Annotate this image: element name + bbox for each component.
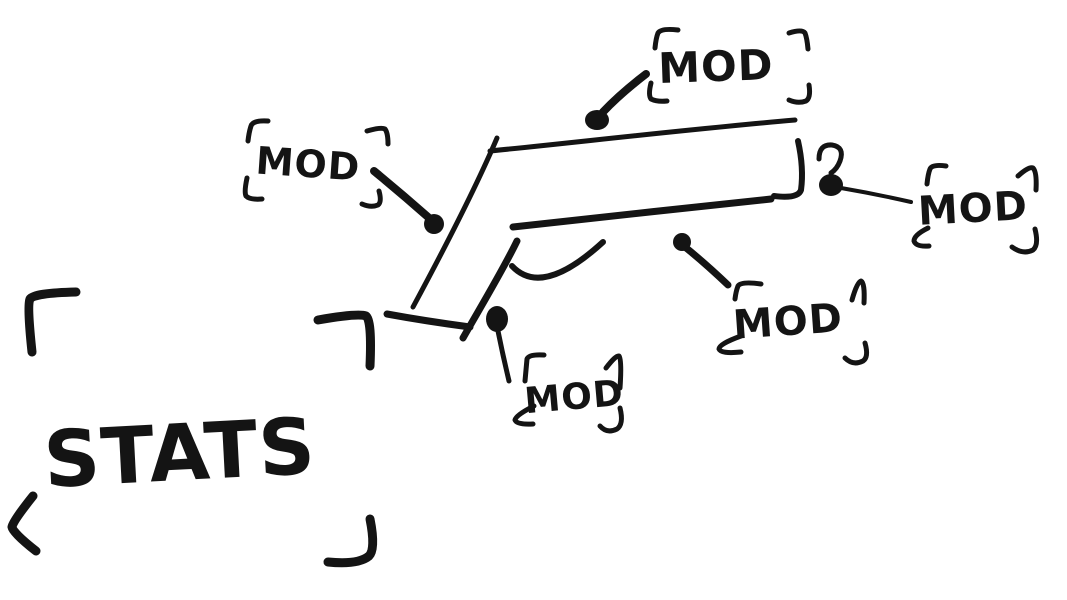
stats-panel-label: STATS — [42, 402, 318, 506]
mod-slot-label: MOD — [657, 40, 774, 93]
mod-slot-label: MOD — [254, 138, 361, 189]
bracket-bottom-right — [359, 188, 383, 209]
grip-base-line — [383, 310, 474, 331]
leader-line — [370, 167, 432, 221]
mod-slot-top-rail[interactable]: MOD — [585, 26, 813, 130]
stats-panel: STATS — [7, 287, 378, 568]
bracket-top-right — [313, 310, 375, 371]
grip-front-line — [410, 135, 500, 310]
bracket-bottom-left — [911, 225, 932, 249]
leader-line — [599, 70, 650, 116]
bracket-top-left — [245, 118, 271, 144]
mod-slot-muzzle[interactable]: MOD — [819, 162, 1040, 255]
bracket-top-left — [522, 352, 547, 384]
bracket-top-left — [652, 26, 681, 51]
bracket-bottom-right — [842, 340, 870, 366]
mod-slot-label: MOD — [732, 295, 845, 349]
barrel-bottom-line — [509, 195, 775, 231]
bracket-bottom-right — [1009, 226, 1040, 255]
bracket-top-right — [603, 353, 624, 391]
bracket-top-right — [364, 125, 391, 147]
attachment-point-dot — [424, 214, 444, 234]
attachment-point-dot — [819, 174, 843, 196]
bracket-top-left — [732, 280, 764, 302]
barrel-top-line — [487, 117, 798, 154]
bracket-bottom-right — [323, 514, 378, 568]
bracket-bottom-left — [7, 491, 41, 556]
attachment-point-dot — [585, 110, 609, 130]
trigger-guard-arc — [509, 239, 606, 281]
bracket-bottom-left — [512, 403, 537, 427]
mod-slot-label: MOD — [523, 373, 626, 422]
bracket-bottom-right — [597, 405, 624, 434]
bracket-bottom-left — [647, 80, 670, 104]
bracket-bottom-right — [786, 82, 813, 105]
bracket-top-right — [1015, 165, 1039, 193]
mod-slot-label: MOD — [917, 183, 1029, 235]
bracket-top-left — [24, 287, 81, 357]
bracket-top-left — [924, 162, 949, 187]
bracket-top-right — [786, 28, 811, 52]
weapon-outline — [383, 117, 844, 342]
leader-line — [839, 186, 913, 204]
muzzle-marker-squiggle — [816, 142, 844, 176]
mod-slot-underbarrel[interactable]: MOD — [673, 233, 870, 366]
mod-slot-grip[interactable]: MOD — [486, 306, 626, 434]
bracket-bottom-left — [242, 175, 265, 202]
mod-slot-stock[interactable]: MOD — [242, 118, 444, 234]
leader-line — [495, 328, 512, 384]
bracket-top-right — [849, 278, 867, 306]
bracket-bottom-left — [716, 333, 744, 356]
muzzle-cap-bracket — [771, 138, 805, 200]
attachment-point-dot — [486, 306, 508, 332]
leader-line — [681, 243, 732, 289]
